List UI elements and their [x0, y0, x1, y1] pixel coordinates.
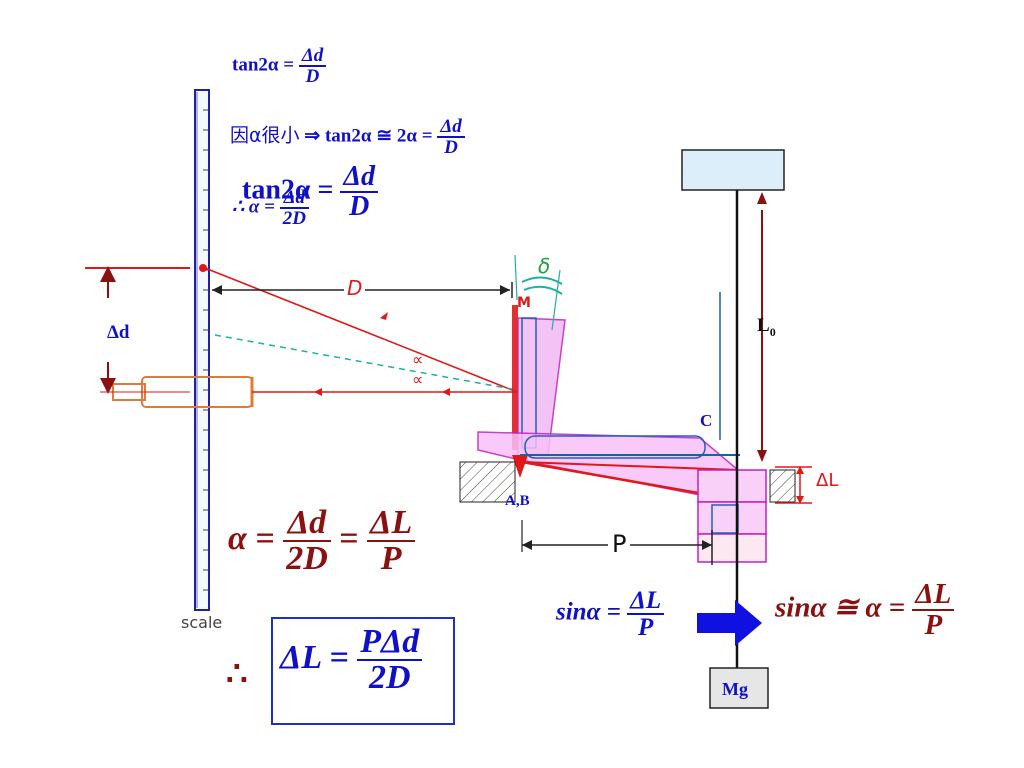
- block-arrow-right-icon: [697, 600, 762, 646]
- label-m-hand: M: [517, 295, 531, 311]
- label-scale-hand: scale: [181, 613, 223, 632]
- eq5-fraction-2: ΔL P: [367, 504, 416, 577]
- label-l0-sub: 0: [769, 324, 776, 339]
- eq5-fraction-1: Δd 2D: [283, 506, 331, 576]
- eq1-numerator: Δd: [301, 45, 324, 66]
- eq6-fraction: PΔd 2D: [357, 623, 423, 696]
- equation-tan2alpha: tan2α = Δd D: [232, 45, 327, 87]
- label-ab: A,B: [505, 493, 530, 509]
- mirror-lever: [477, 305, 740, 506]
- eq5-lhs: α =: [228, 519, 275, 557]
- eq5-denominator-1: 2D: [286, 540, 328, 577]
- eq8-fraction: ΔL P: [912, 578, 955, 641]
- eq1-denominator: D: [305, 66, 320, 87]
- label-mg: Mg: [722, 679, 748, 699]
- clamp-block: [697, 469, 767, 563]
- label-d-hand: D: [344, 278, 366, 298]
- eq5-equals: =: [339, 519, 359, 557]
- eq6-denominator: 2D: [368, 659, 411, 696]
- eq8-numerator: ΔL: [915, 578, 952, 610]
- equation-sin-alpha: sinα = ΔL P: [556, 587, 665, 641]
- label-alpha-hand-1: ∝: [412, 350, 424, 369]
- eq7-lhs: sinα =: [556, 598, 621, 626]
- eq8-denominator: P: [924, 609, 943, 641]
- weight-box: [709, 667, 769, 709]
- eq7-fraction: ΔL P: [627, 587, 665, 641]
- equation-alpha-relation: α = Δd 2D = ΔL P: [228, 504, 416, 577]
- eq2-denominator: D: [444, 137, 458, 158]
- eq1-lhs: tan2α =: [232, 54, 295, 76]
- eq4-fraction: Δd 2D: [279, 187, 309, 229]
- label-l0-main: L: [757, 315, 770, 336]
- eq4-lhs: ∴ α =: [232, 196, 275, 218]
- label-delta-hand: δ: [538, 254, 551, 278]
- eq6-numerator: PΔd: [360, 623, 420, 660]
- reflected-ray: [204, 267, 518, 393]
- scale-point: [199, 264, 207, 272]
- ground-left: [459, 461, 516, 503]
- label-delta-l-hand: ΔL: [816, 470, 839, 491]
- eq1-fraction: Δd D: [298, 45, 327, 87]
- eq7-denominator: P: [637, 614, 654, 641]
- eq3-fraction: Δd D: [340, 161, 379, 222]
- eq2-numerator: Δd: [440, 116, 462, 137]
- eq5-denominator-2: P: [380, 540, 402, 577]
- eq5-numerator-2: ΔL: [370, 504, 413, 541]
- label-alpha-hand-2: ∝: [412, 370, 424, 389]
- equation-alpha-small: ∴ α = Δd 2D: [232, 188, 309, 228]
- eq4-numerator: Δd: [283, 187, 306, 208]
- eq6-lhs: ΔL =: [280, 638, 349, 676]
- eq2-mid: tan2α ≅ 2α =: [324, 125, 433, 147]
- normal-line: [214, 334, 518, 391]
- eq2-arrow: ⇒: [304, 125, 321, 147]
- equation-delta-l-result: ΔL = PΔd 2D: [280, 623, 423, 696]
- ground-right: [769, 469, 796, 503]
- label-l0: L0: [757, 316, 776, 338]
- eq7-numerator: ΔL: [630, 587, 662, 614]
- eq3-denominator: D: [349, 191, 370, 222]
- eq2-prefix: 因α很小: [230, 124, 300, 147]
- eq2-fraction: Δd D: [437, 116, 465, 158]
- eq8-lhs: sinα ≅ α =: [775, 591, 906, 624]
- equation-tan2alpha-large: tan2α = Δd D: [242, 161, 379, 222]
- eq3-lhs: tan2α =: [242, 174, 334, 206]
- eq3-numerator: Δd: [343, 161, 376, 192]
- therefore-symbol: ∴: [226, 656, 248, 693]
- original-lever: [521, 461, 739, 471]
- result-frame: [271, 617, 455, 725]
- equation-sin-approx: sinα ≅ α = ΔL P: [775, 578, 955, 641]
- label-p-hand: P: [608, 532, 631, 556]
- eq5-numerator-1: Δd: [287, 504, 327, 541]
- label-delta-d: Δd: [107, 322, 130, 343]
- scale-bar: [194, 89, 210, 611]
- label-c: C: [700, 411, 713, 430]
- top-support: [681, 149, 785, 191]
- eq4-denominator: 2D: [282, 208, 306, 229]
- equation-small-angle: 因α很小 ⇒ tan2α ≅ 2α = Δd D: [230, 117, 465, 157]
